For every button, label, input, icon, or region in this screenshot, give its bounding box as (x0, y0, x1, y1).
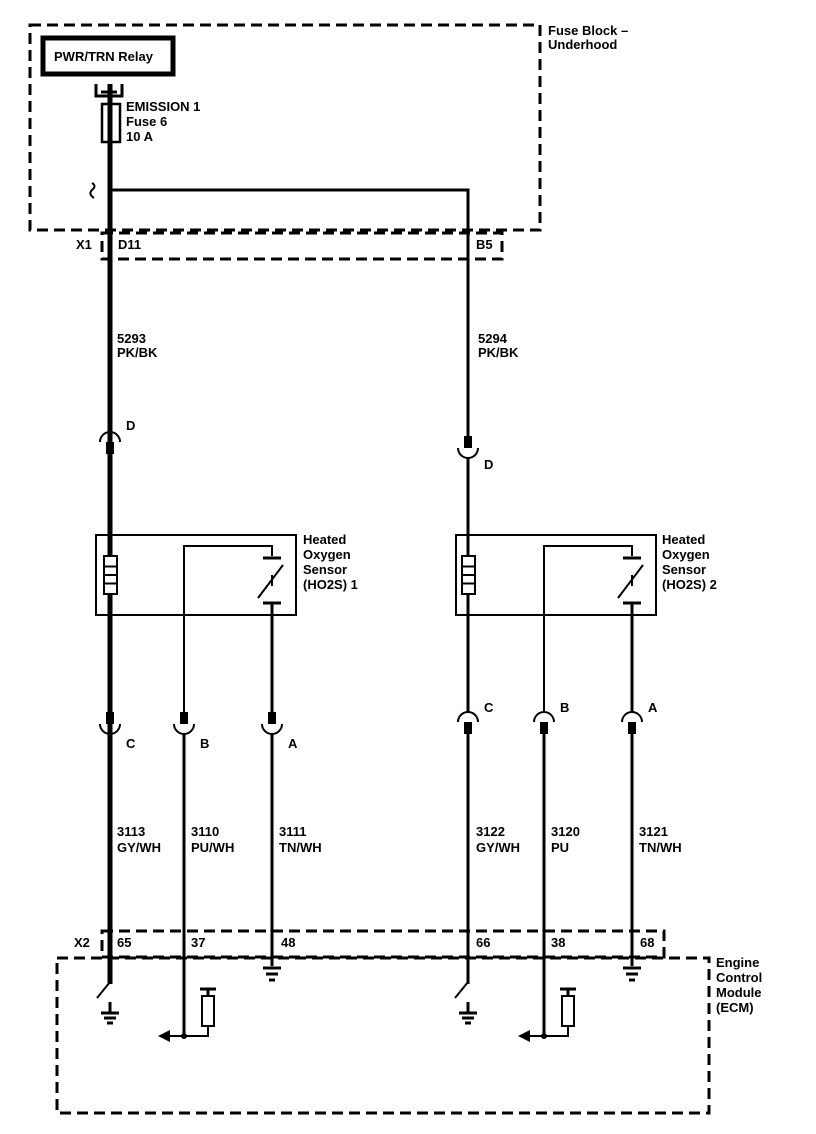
wire-5294-circuit: 5294 (478, 331, 508, 346)
sensor1-name-2: Oxygen (303, 547, 351, 562)
ground-icon (623, 966, 641, 982)
connector-x2-outline (100, 929, 666, 959)
wire-5294-color: PK/BK (478, 345, 519, 360)
sensor1-name-1: Heated (303, 532, 346, 547)
connector-x1-outline (100, 231, 504, 261)
sensor1-name-4: (HO2S) 1 (303, 577, 358, 592)
sensor2-name-1: Heated (662, 532, 705, 547)
wire-3111-color: TN/WH (279, 840, 322, 855)
wire-5293-circuit: 5293 (117, 331, 146, 346)
sensor1-pin-a-label: A (288, 736, 298, 751)
sensor1-pin-b-connector (173, 712, 195, 735)
ecm-name-1: Engine (716, 955, 759, 970)
fuse-name: EMISSION 1 (126, 99, 200, 114)
connector-x1-name: X1 (76, 237, 92, 252)
sensor2-pin-d-label: D (484, 457, 493, 472)
sensor2-pin-d-connector (457, 447, 479, 459)
sensor2-pin-a-label: A (648, 700, 658, 715)
wire-3113-color: GY/WH (117, 840, 161, 855)
sensor2-pin-a-connector (621, 711, 643, 734)
sensor2-box (455, 458, 657, 712)
sensor1-pin-d-connector (99, 431, 121, 443)
wire-3113-circuit: 3113 (117, 824, 145, 839)
connector-x2-pin-48: 48 (281, 935, 295, 950)
fuse-block-title-2: Underhood (548, 37, 617, 52)
sensor2-name-3: Sensor (662, 562, 706, 577)
connector-x2-pin-37: 37 (191, 935, 205, 950)
wire-3121-color: TN/WH (639, 840, 682, 855)
sensor1-name-3: Sensor (303, 562, 347, 577)
ecm-heater-switch-1 (96, 981, 119, 1025)
wire-3110-color: PU/WH (191, 840, 234, 855)
wire-3110-circuit: 3110 (191, 824, 219, 839)
wire-3120-circuit: 3120 (551, 824, 580, 839)
sensor2-name-4: (HO2S) 2 (662, 577, 717, 592)
sensor2-pin-b-label: B (560, 700, 569, 715)
sensor2-name-2: Oxygen (662, 547, 710, 562)
wire-5293-color: PK/BK (117, 345, 158, 360)
sensor1-box (95, 534, 297, 712)
wire-3111-circuit: 3111 (279, 824, 307, 839)
connector-x2-pin-38: 38 (551, 935, 565, 950)
wire-3122-color: GY/WH (476, 840, 520, 855)
sensor2-pin-c-label: C (484, 700, 494, 715)
connector-x1-pin-b5: B5 (476, 237, 493, 252)
fuse-number: Fuse 6 (126, 114, 167, 129)
relay-box: PWR/TRN Relay (40, 35, 176, 77)
wire-3120-color: PU (551, 840, 569, 855)
wire-3122-circuit: 3122 (476, 824, 505, 839)
sensor1-pin-d-label: D (126, 418, 135, 433)
connector-x2-pin-65: 65 (117, 935, 131, 950)
fuse-block-title-1: Fuse Block – (548, 23, 628, 38)
connector-x2-name: X2 (74, 935, 90, 950)
connector-x2-pin-66: 66 (476, 935, 490, 950)
relay-label: PWR/TRN Relay (54, 49, 154, 64)
splice-mark (89, 182, 96, 199)
sensor2-pin-c-connector (457, 711, 479, 734)
sensor1-pin-b-label: B (200, 736, 209, 751)
wire-3121-circuit: 3121 (639, 824, 668, 839)
fuse-rating: 10 A (126, 129, 154, 144)
sensor1-pin-c-connector (99, 712, 121, 735)
sensor1-pin-c-label: C (126, 736, 136, 751)
connector-x2-pin-68: 68 (640, 935, 654, 950)
wire-5294-branch (110, 188, 470, 448)
fuse-block-outline (28, 23, 542, 232)
ecm-heater-switch-2 (454, 981, 477, 1025)
ground-icon (263, 966, 281, 982)
sensor1-pin-a-connector (261, 712, 283, 735)
sensor2-pin-b-connector (533, 711, 555, 734)
ecm-name-2: Control (716, 970, 762, 985)
ecm-signal-input-1 (158, 987, 216, 1042)
ecm-outline (55, 956, 711, 1115)
ecm-name-4: (ECM) (716, 1000, 754, 1015)
ecm-signal-input-2 (518, 987, 576, 1042)
connector-x1-pin-d11: D11 (118, 237, 141, 252)
ecm-name-3: Module (716, 985, 762, 1000)
